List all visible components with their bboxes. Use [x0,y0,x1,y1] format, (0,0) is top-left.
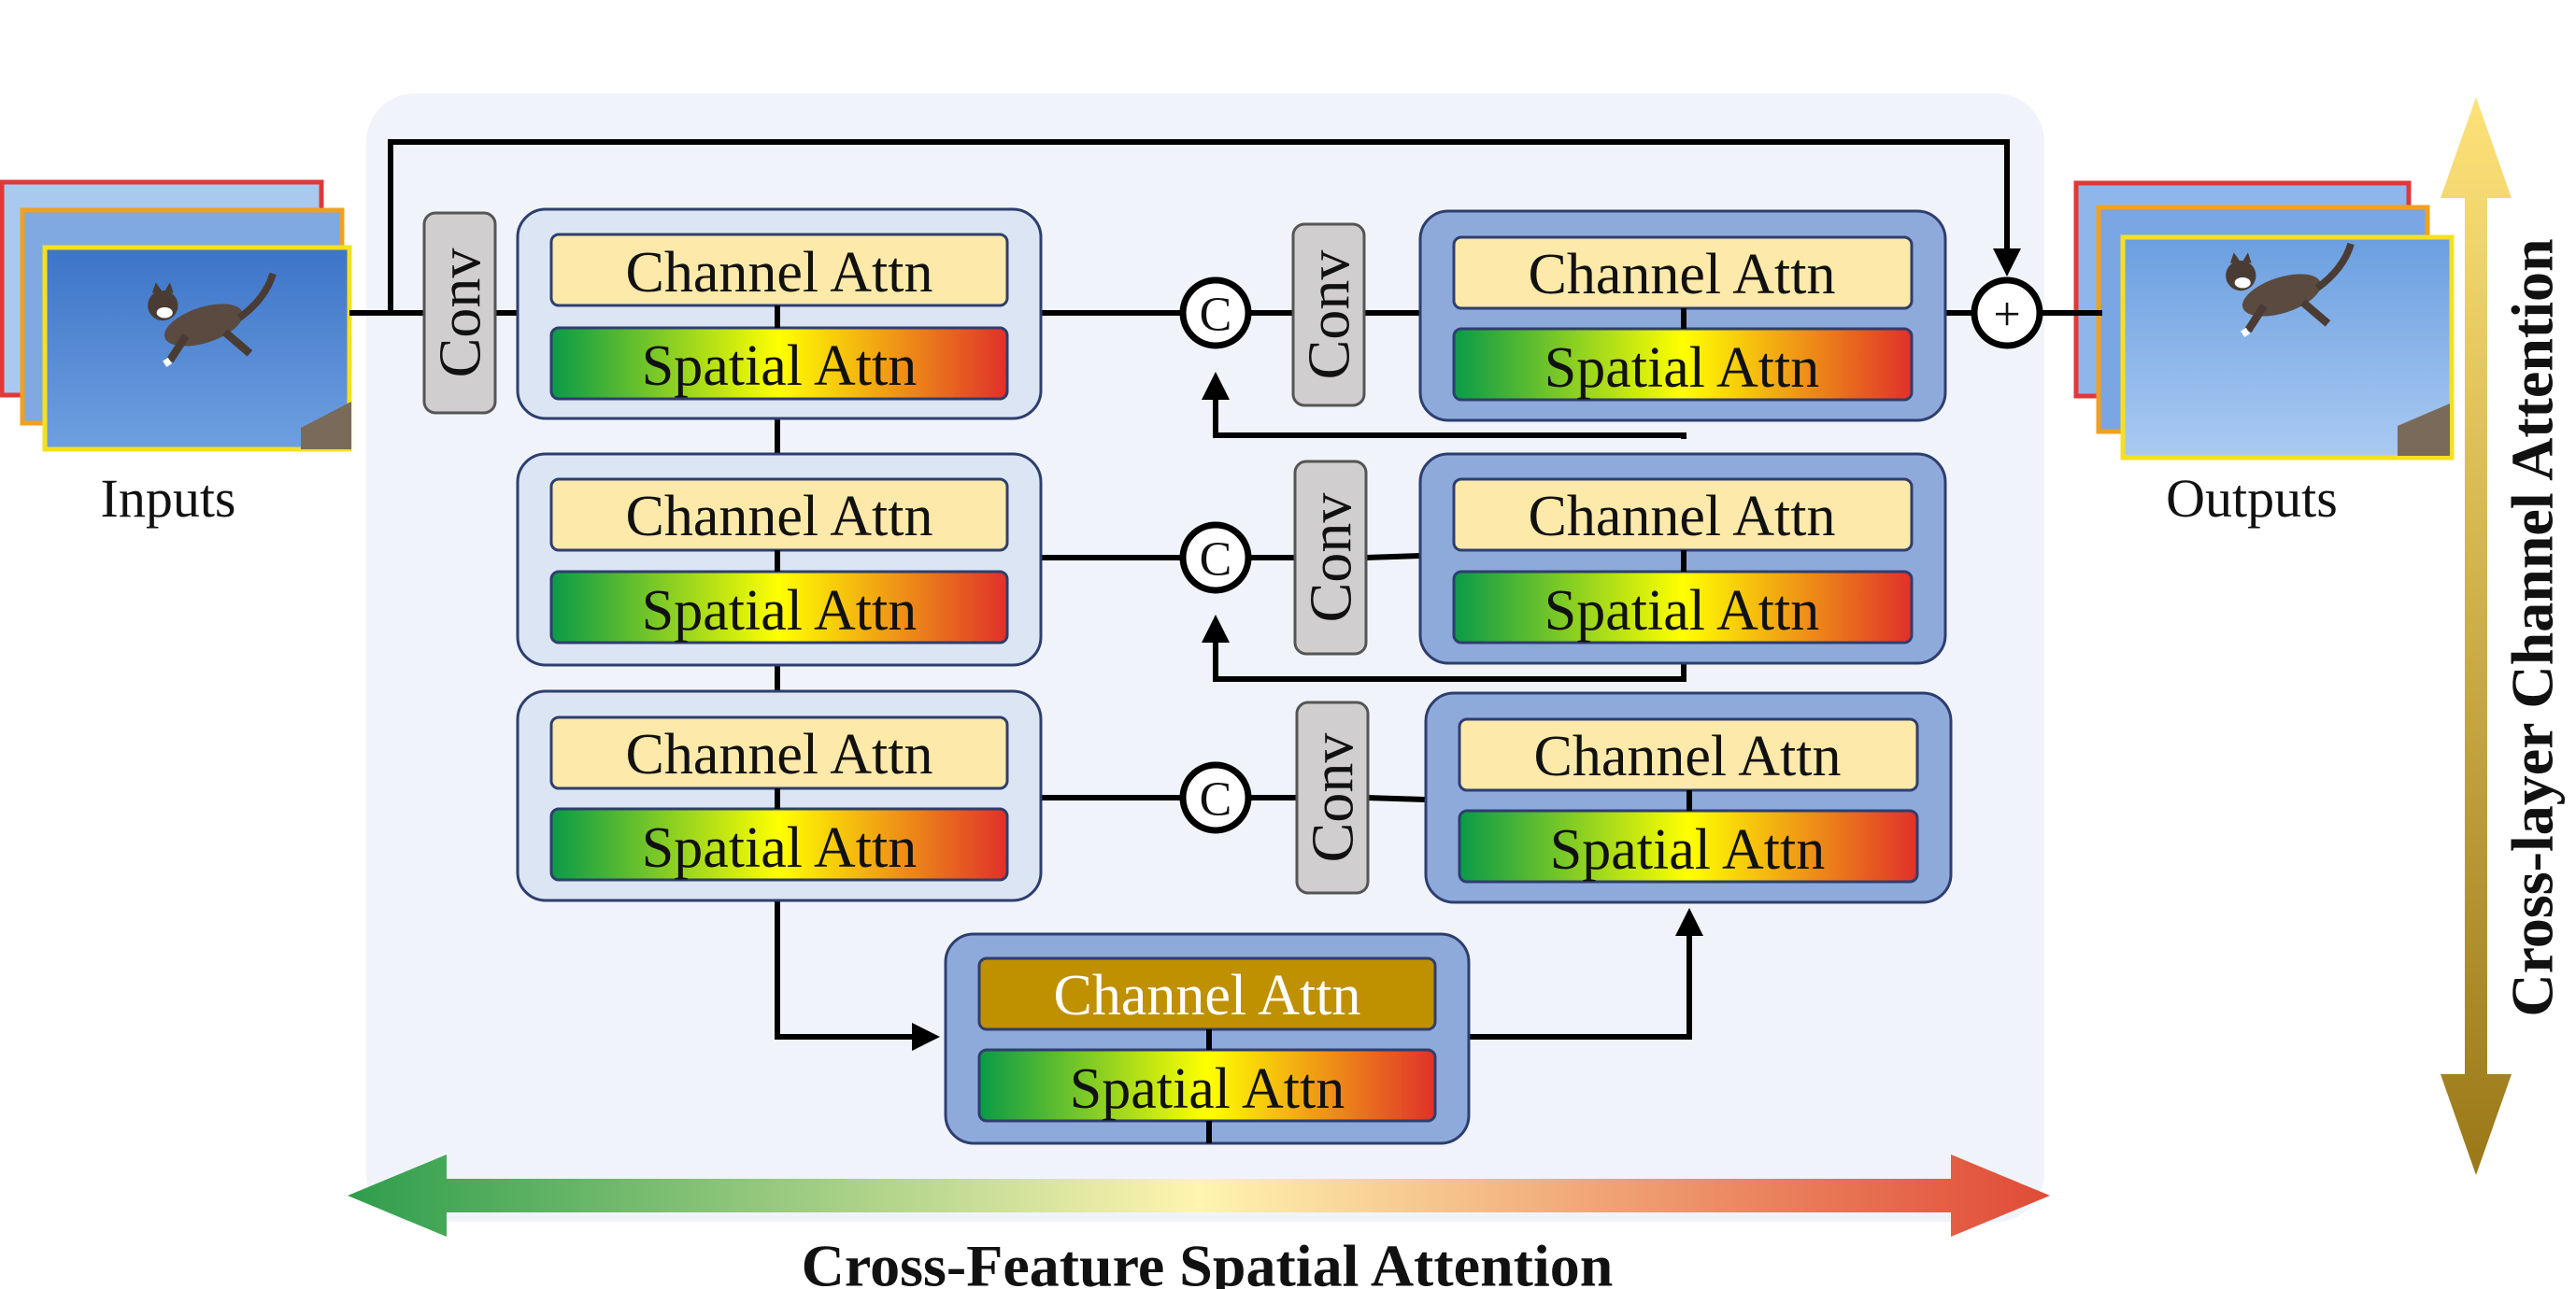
encoder-block-3: Channel Attn Spatial Attn [516,689,1043,902]
svg-text:Spatial Attn: Spatial Attn [1544,336,1820,400]
svg-text:Spatial Attn: Spatial Attn [1070,1057,1345,1121]
svg-text:Conv: Conv [1300,733,1366,863]
concat-op-1: C [1179,276,1252,349]
encoder-block-1: Channel Attn Spatial Attn [516,207,1043,420]
output-image-stack [2073,180,2455,460]
svg-text:Channel Attn: Channel Attn [626,241,933,305]
decoder-block-1: Channel Attn Spatial Attn [1418,209,1947,422]
svg-text:Channel Attn: Channel Attn [1534,725,1842,788]
input-image-stack [0,179,352,452]
svg-text:Spatial Attn: Spatial Attn [642,579,918,643]
svg-text:Conv: Conv [1298,493,1364,623]
encoder-block-2: Channel Attn Spatial Attn [516,452,1043,667]
svg-text:Conv: Conv [427,248,493,378]
cross-feature-arrow [348,1154,2050,1237]
svg-text:C: C [1200,289,1232,342]
cross-layer-arrow [2441,97,2512,1175]
outputs-label: Outputs [2166,468,2338,529]
svg-text:Spatial Attn: Spatial Attn [1544,579,1820,643]
decoder-block-3: Channel Attn Spatial Attn [1424,691,1953,904]
conv-decoder-1: Conv [1291,222,1366,407]
decoder-block-2: Channel Attn Spatial Attn [1418,452,1947,665]
cross-layer-label: Cross-layer Channel Attention [2499,238,2566,1016]
svg-text:Channel Attn: Channel Attn [626,723,933,786]
inputs-label: Inputs [101,468,236,529]
svg-text:Channel Attn: Channel Attn [1529,243,1836,306]
svg-text:Spatial Attn: Spatial Attn [642,334,918,398]
svg-text:Spatial Attn: Spatial Attn [1550,818,1826,882]
svg-text:Conv: Conv [1296,250,1362,380]
svg-text:Spatial Attn: Spatial Attn [642,816,918,880]
svg-text:C: C [1200,773,1232,827]
svg-text:C: C [1200,533,1232,587]
svg-text:Channel Attn: Channel Attn [1054,964,1361,1027]
svg-text:Channel Attn: Channel Attn [626,485,933,548]
bottleneck-block: Channel Attn Spatial Attn [944,932,1471,1145]
connection-wires [349,139,2102,1051]
add-op: + [1971,276,2043,349]
concat-op-3: C [1179,761,1252,834]
conv-decoder-2: Conv [1293,460,1368,656]
conv-input: Conv [422,211,497,415]
conv-decoder-3: Conv [1295,701,1370,895]
concat-op-2: C [1179,521,1252,594]
svg-text:+: + [1993,289,2020,342]
cross-feature-label: Cross-Feature Spatial Attention [802,1233,1614,1289]
svg-text:Channel Attn: Channel Attn [1529,485,1836,548]
